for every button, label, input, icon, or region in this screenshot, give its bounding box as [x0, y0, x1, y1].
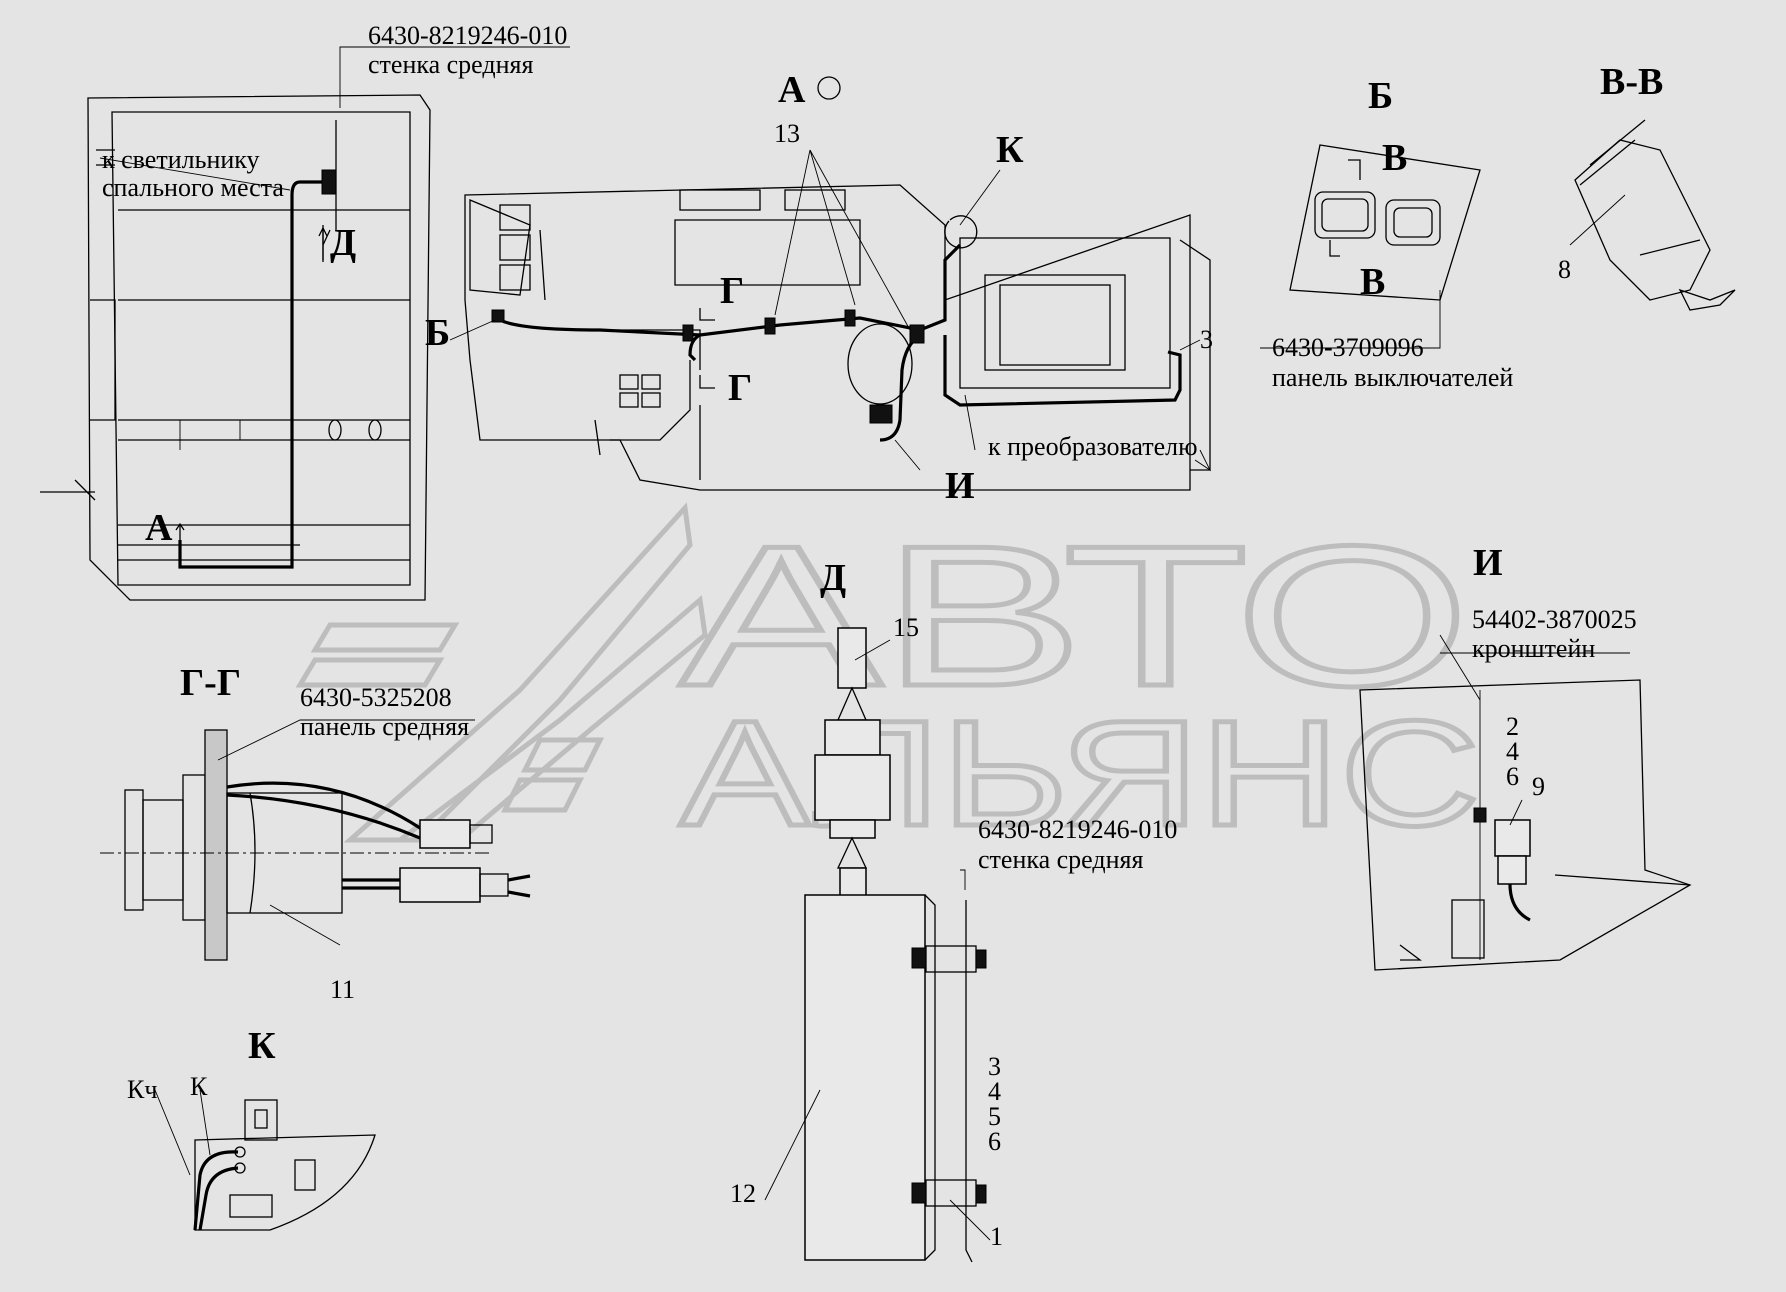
view-b-title: Б — [1368, 75, 1393, 117]
view-gg-title: Г-Г — [180, 662, 241, 704]
mark-v-upper: В — [1382, 137, 1407, 179]
view-i-bracket — [1359, 634, 1692, 971]
bracket-code: 54402-3870025 — [1472, 605, 1637, 634]
cabin-wall-view — [40, 46, 570, 601]
pos-5-d: 5 — [988, 1102, 1001, 1131]
mark-d-top: Д — [330, 222, 356, 264]
mark-k-top: К — [996, 129, 1024, 171]
watermark-line1: АВТО — [680, 505, 1470, 728]
pos-6-i: 6 — [1506, 762, 1519, 791]
wall-top-name: стенка средняя — [368, 50, 533, 79]
mark-a-bottom: А — [145, 507, 173, 549]
view-vv-switch-section — [1569, 119, 1736, 311]
pos-13: 13 — [774, 119, 800, 148]
watermark-wings-logo — [295, 502, 708, 843]
lamp-line1: к светильнику — [102, 145, 260, 174]
watermark: АВТО АЛЬЯНС — [295, 502, 1483, 860]
mark-i-dash: И — [945, 465, 975, 507]
dashboard-view — [449, 149, 1212, 491]
view-a-title: А — [778, 69, 806, 111]
pos-8: 8 — [1558, 255, 1571, 284]
pos-6-d: 6 — [988, 1127, 1001, 1156]
wall-mid-name: стенка средняя — [978, 845, 1143, 874]
pos-4-i: 4 — [1506, 737, 1519, 766]
mark-kch: Кч — [127, 1075, 157, 1104]
view-k-title: К — [248, 1025, 276, 1067]
bracket-name: кронштейн — [1472, 634, 1595, 663]
switch-panel-name: панель выключателей — [1272, 363, 1513, 392]
mid-panel-code: 6430-5325208 — [300, 683, 452, 712]
view-gg-socket-section — [100, 719, 531, 961]
wall-top-code: 6430-8219246-010 — [368, 21, 567, 50]
view-b-switch-panel — [1260, 144, 1481, 349]
view-i-title: И — [1473, 542, 1503, 584]
mid-panel-name: панель средняя — [300, 712, 469, 741]
view-d-lamp-connector — [764, 627, 991, 1263]
view-k-connector-detail — [154, 1089, 376, 1231]
pos-4-d: 4 — [988, 1077, 1001, 1106]
view-d-title: Д — [820, 557, 846, 599]
lamp-line2: спального места — [102, 173, 284, 202]
pos-2-i: 2 — [1506, 712, 1519, 741]
lamp-leader — [99, 157, 291, 191]
mark-v-lower: В — [1360, 261, 1385, 303]
main-harness — [499, 243, 962, 337]
pos-11: 11 — [330, 975, 355, 1004]
mark-g-upper: Г — [720, 270, 744, 312]
wall-top-leader — [339, 46, 570, 108]
pos-3-d: 3 — [988, 1052, 1001, 1081]
watermark-line2: АЛЬЯНС — [680, 689, 1480, 857]
pos-15: 15 — [893, 613, 919, 642]
switch-panel-code: 6430-3709096 — [1272, 333, 1424, 362]
converter-label: к преобразователю — [988, 432, 1198, 461]
mark-g-lower: Г — [728, 367, 752, 409]
mark-b-dash: Б — [425, 312, 450, 354]
pos-12: 12 — [730, 1179, 756, 1208]
text-labels: 6430-8219246-010 стенка средняя к светил… — [102, 21, 1663, 1251]
mark-k-small: К — [190, 1072, 208, 1101]
wall-mid-code: 6430-8219246-010 — [978, 815, 1177, 844]
pos-9: 9 — [1532, 772, 1545, 801]
pos-3-dash: 3 — [1200, 325, 1213, 354]
view-vv-title: В-В — [1600, 61, 1663, 103]
pos-1: 1 — [990, 1222, 1003, 1251]
